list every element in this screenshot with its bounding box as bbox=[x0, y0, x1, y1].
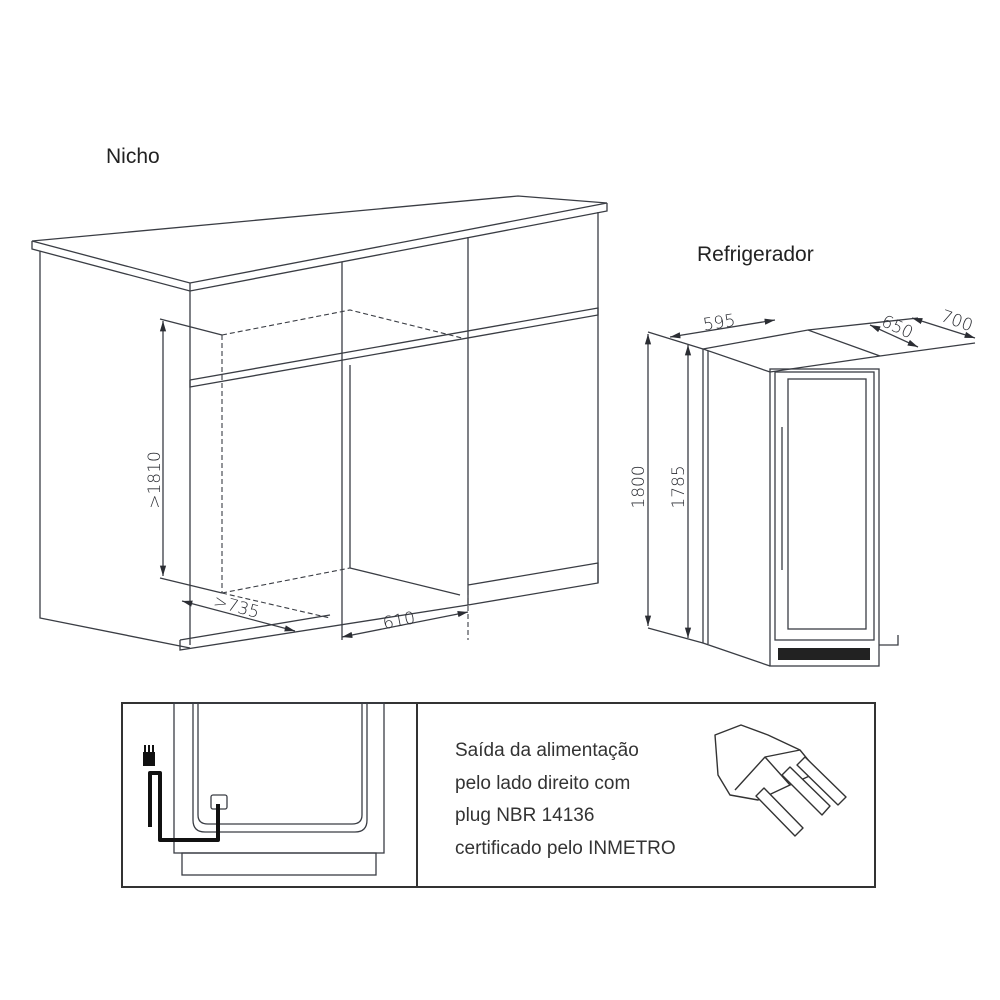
power-info-line: Saída da alimentação bbox=[455, 740, 639, 761]
niche-height-label: >1810 bbox=[145, 451, 165, 509]
fridge-title: Refrigerador bbox=[697, 243, 814, 266]
vent-grille bbox=[778, 648, 870, 660]
niche-title: Nicho bbox=[106, 145, 160, 168]
power-info-line: pelo lado direito com bbox=[455, 772, 631, 794]
fridge-total-height-label: 1800 bbox=[629, 465, 649, 508]
niche-depth-label: >735 bbox=[211, 591, 261, 622]
niche-width-label: 610 bbox=[381, 608, 417, 634]
fridge-width-label: 595 bbox=[702, 311, 737, 336]
fridge-open-depth-label: 700 bbox=[938, 306, 975, 336]
small-plug-icon bbox=[143, 745, 155, 766]
fridge-body-height-label: 1785 bbox=[669, 465, 689, 508]
power-cord bbox=[148, 771, 220, 842]
fridge-drawing bbox=[644, 317, 976, 667]
power-info-line: plug NBR 14136 bbox=[455, 805, 595, 826]
fridge-depth-label: 650 bbox=[878, 312, 916, 344]
nbr-plug-icon bbox=[714, 724, 847, 837]
power-info-box bbox=[121, 702, 876, 888]
power-info-line: certificado pelo INMETRO bbox=[455, 837, 676, 859]
niche-cabinet-drawing bbox=[31, 195, 608, 651]
power-info-text: Saída da alimentação pelo lado direito c… bbox=[455, 735, 676, 865]
